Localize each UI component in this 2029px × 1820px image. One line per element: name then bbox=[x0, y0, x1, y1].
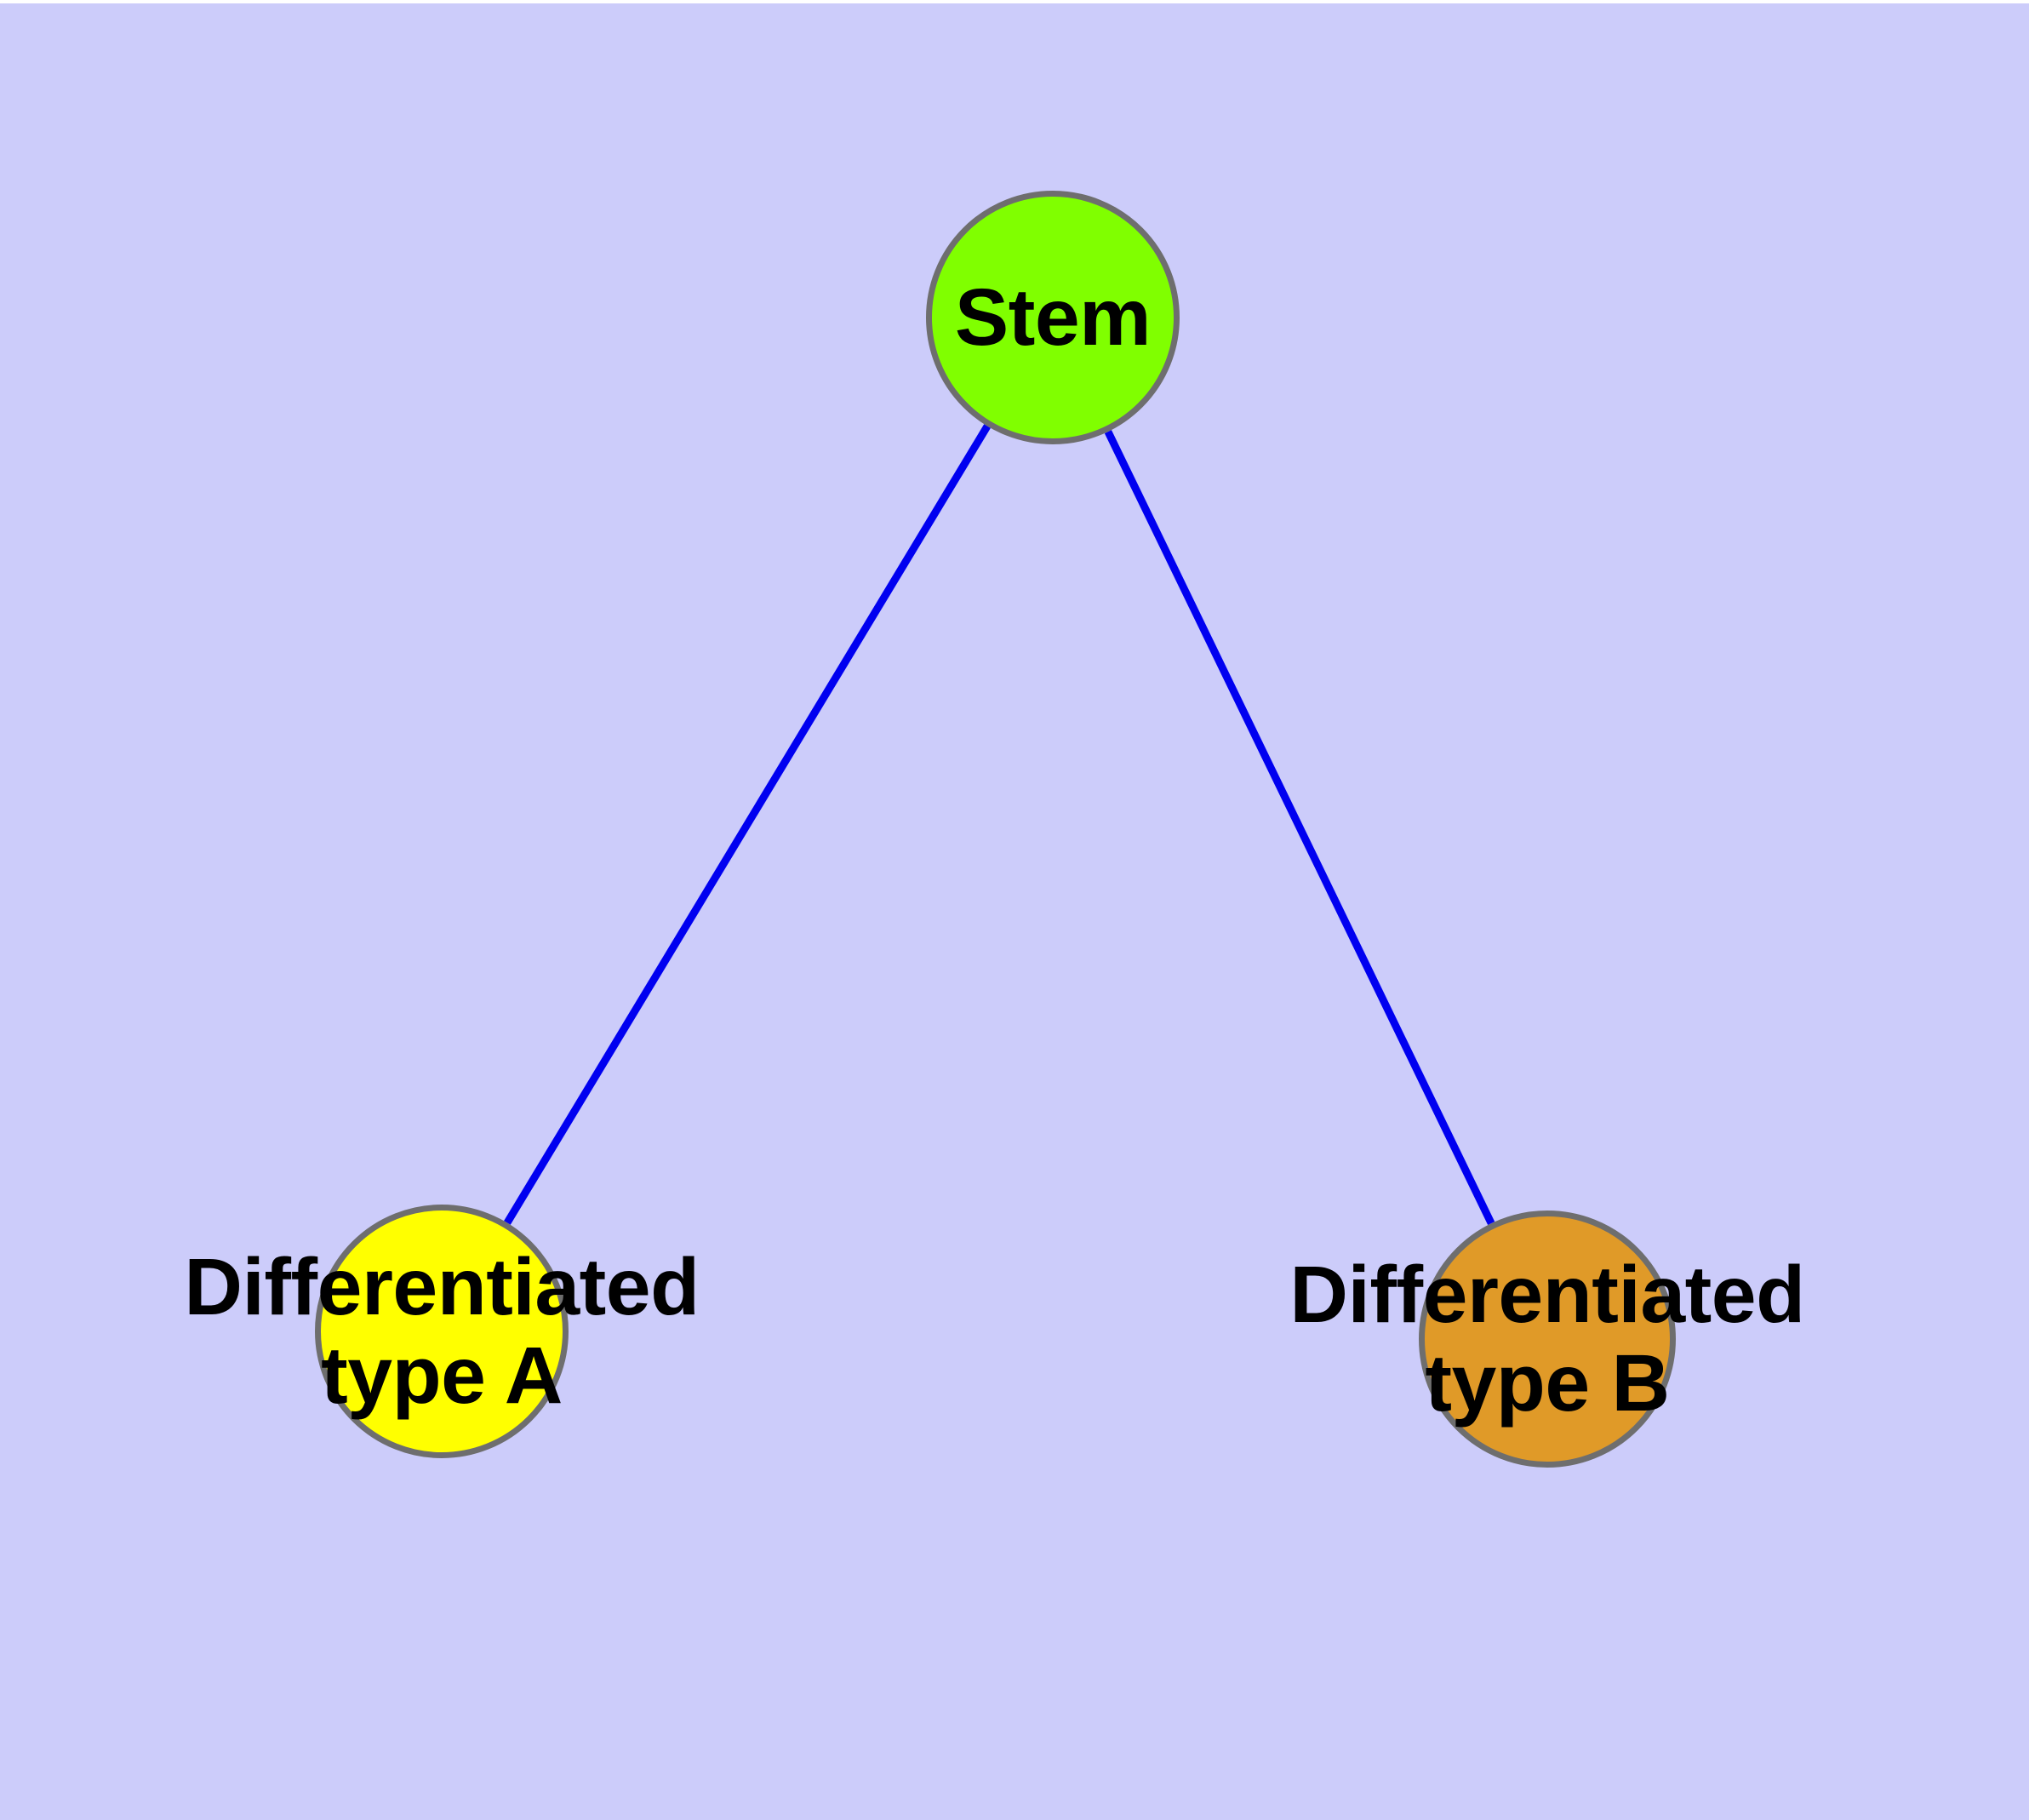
node-differentiated-type-a[interactable] bbox=[315, 1205, 569, 1458]
edge-layer bbox=[504, 424, 1495, 1226]
node-differentiated-type-b[interactable] bbox=[1419, 1210, 1676, 1468]
node-layer bbox=[315, 191, 1676, 1468]
node-stem[interactable] bbox=[926, 191, 1180, 444]
edge-stem-to-differentiated-type-a[interactable] bbox=[504, 424, 991, 1225]
edge-stem-to-differentiated-type-b[interactable] bbox=[1104, 430, 1495, 1226]
